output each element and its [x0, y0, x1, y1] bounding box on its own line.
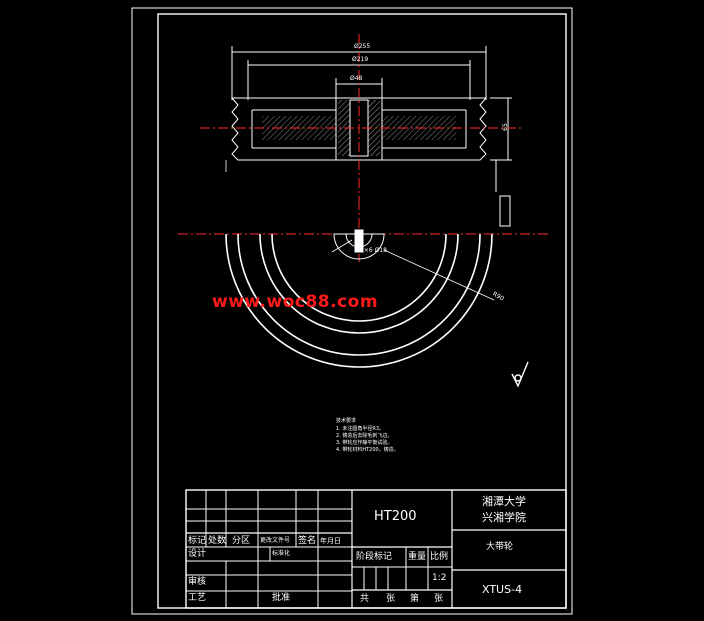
tech-note-4: 4. 带轮材料HT200，铸造。: [336, 447, 399, 453]
hub-leader: [331, 239, 353, 253]
tech-note-1: 1. 未注圆角半径R3。: [336, 426, 385, 432]
hub-front: [333, 229, 385, 260]
label-stage-mark: 阶段标记: [356, 552, 393, 562]
radius-leader: [383, 249, 495, 301]
label-sheet: 张: [434, 594, 444, 604]
tech-note-3: 3. 带轮应作静平衡试验。: [336, 440, 393, 446]
part-name: 大带轮: [486, 542, 514, 552]
label-sheets: 张: [386, 594, 396, 604]
dim-hub: Ø48: [350, 75, 363, 82]
dim-width: 65: [501, 123, 509, 131]
label-change-doc: 更改文件号: [260, 537, 291, 544]
label-no: 第: [410, 594, 420, 604]
hatch-hub-right: [368, 100, 380, 156]
drawing-number: XTUS-4: [482, 583, 523, 596]
label-total: 共: [360, 594, 370, 604]
label-approve: 批准: [272, 593, 291, 603]
label-date: 年月日: [320, 537, 341, 545]
label-sign: 签名: [298, 536, 317, 546]
tech-notes-title: 技术要求: [336, 418, 357, 424]
school-line1: 湘潭大学: [482, 495, 526, 508]
width-dimension: [490, 97, 512, 227]
tech-note-2: 2. 铸造后去除毛刺飞边。: [336, 433, 393, 439]
label-process: 工艺: [188, 593, 207, 603]
label-mark: 标记: [188, 536, 207, 546]
roughness-symbol: [511, 361, 529, 388]
material: HT200: [374, 509, 417, 524]
dim-pitch: Ø219: [352, 56, 369, 63]
label-review: 审核: [188, 577, 207, 587]
label-weight: 重量: [408, 552, 427, 562]
label-standardize: 标准化: [272, 550, 291, 557]
title-block: [185, 489, 567, 609]
sheet-border-outer: [131, 7, 573, 615]
school-line2: 兴湘学院: [482, 511, 526, 524]
label-zone: 分区: [232, 536, 251, 546]
watermark-text: www.woc88.com: [212, 292, 379, 312]
dim-outer: Ø255: [354, 43, 371, 50]
front-view: [225, 233, 493, 368]
dim-keyway: 3×6 Ø18: [360, 247, 387, 254]
label-ratio: 比例: [430, 552, 449, 562]
label-count: 处数: [208, 536, 227, 546]
label-design: 设计: [188, 549, 207, 559]
scale-value: 1:2: [432, 573, 447, 583]
